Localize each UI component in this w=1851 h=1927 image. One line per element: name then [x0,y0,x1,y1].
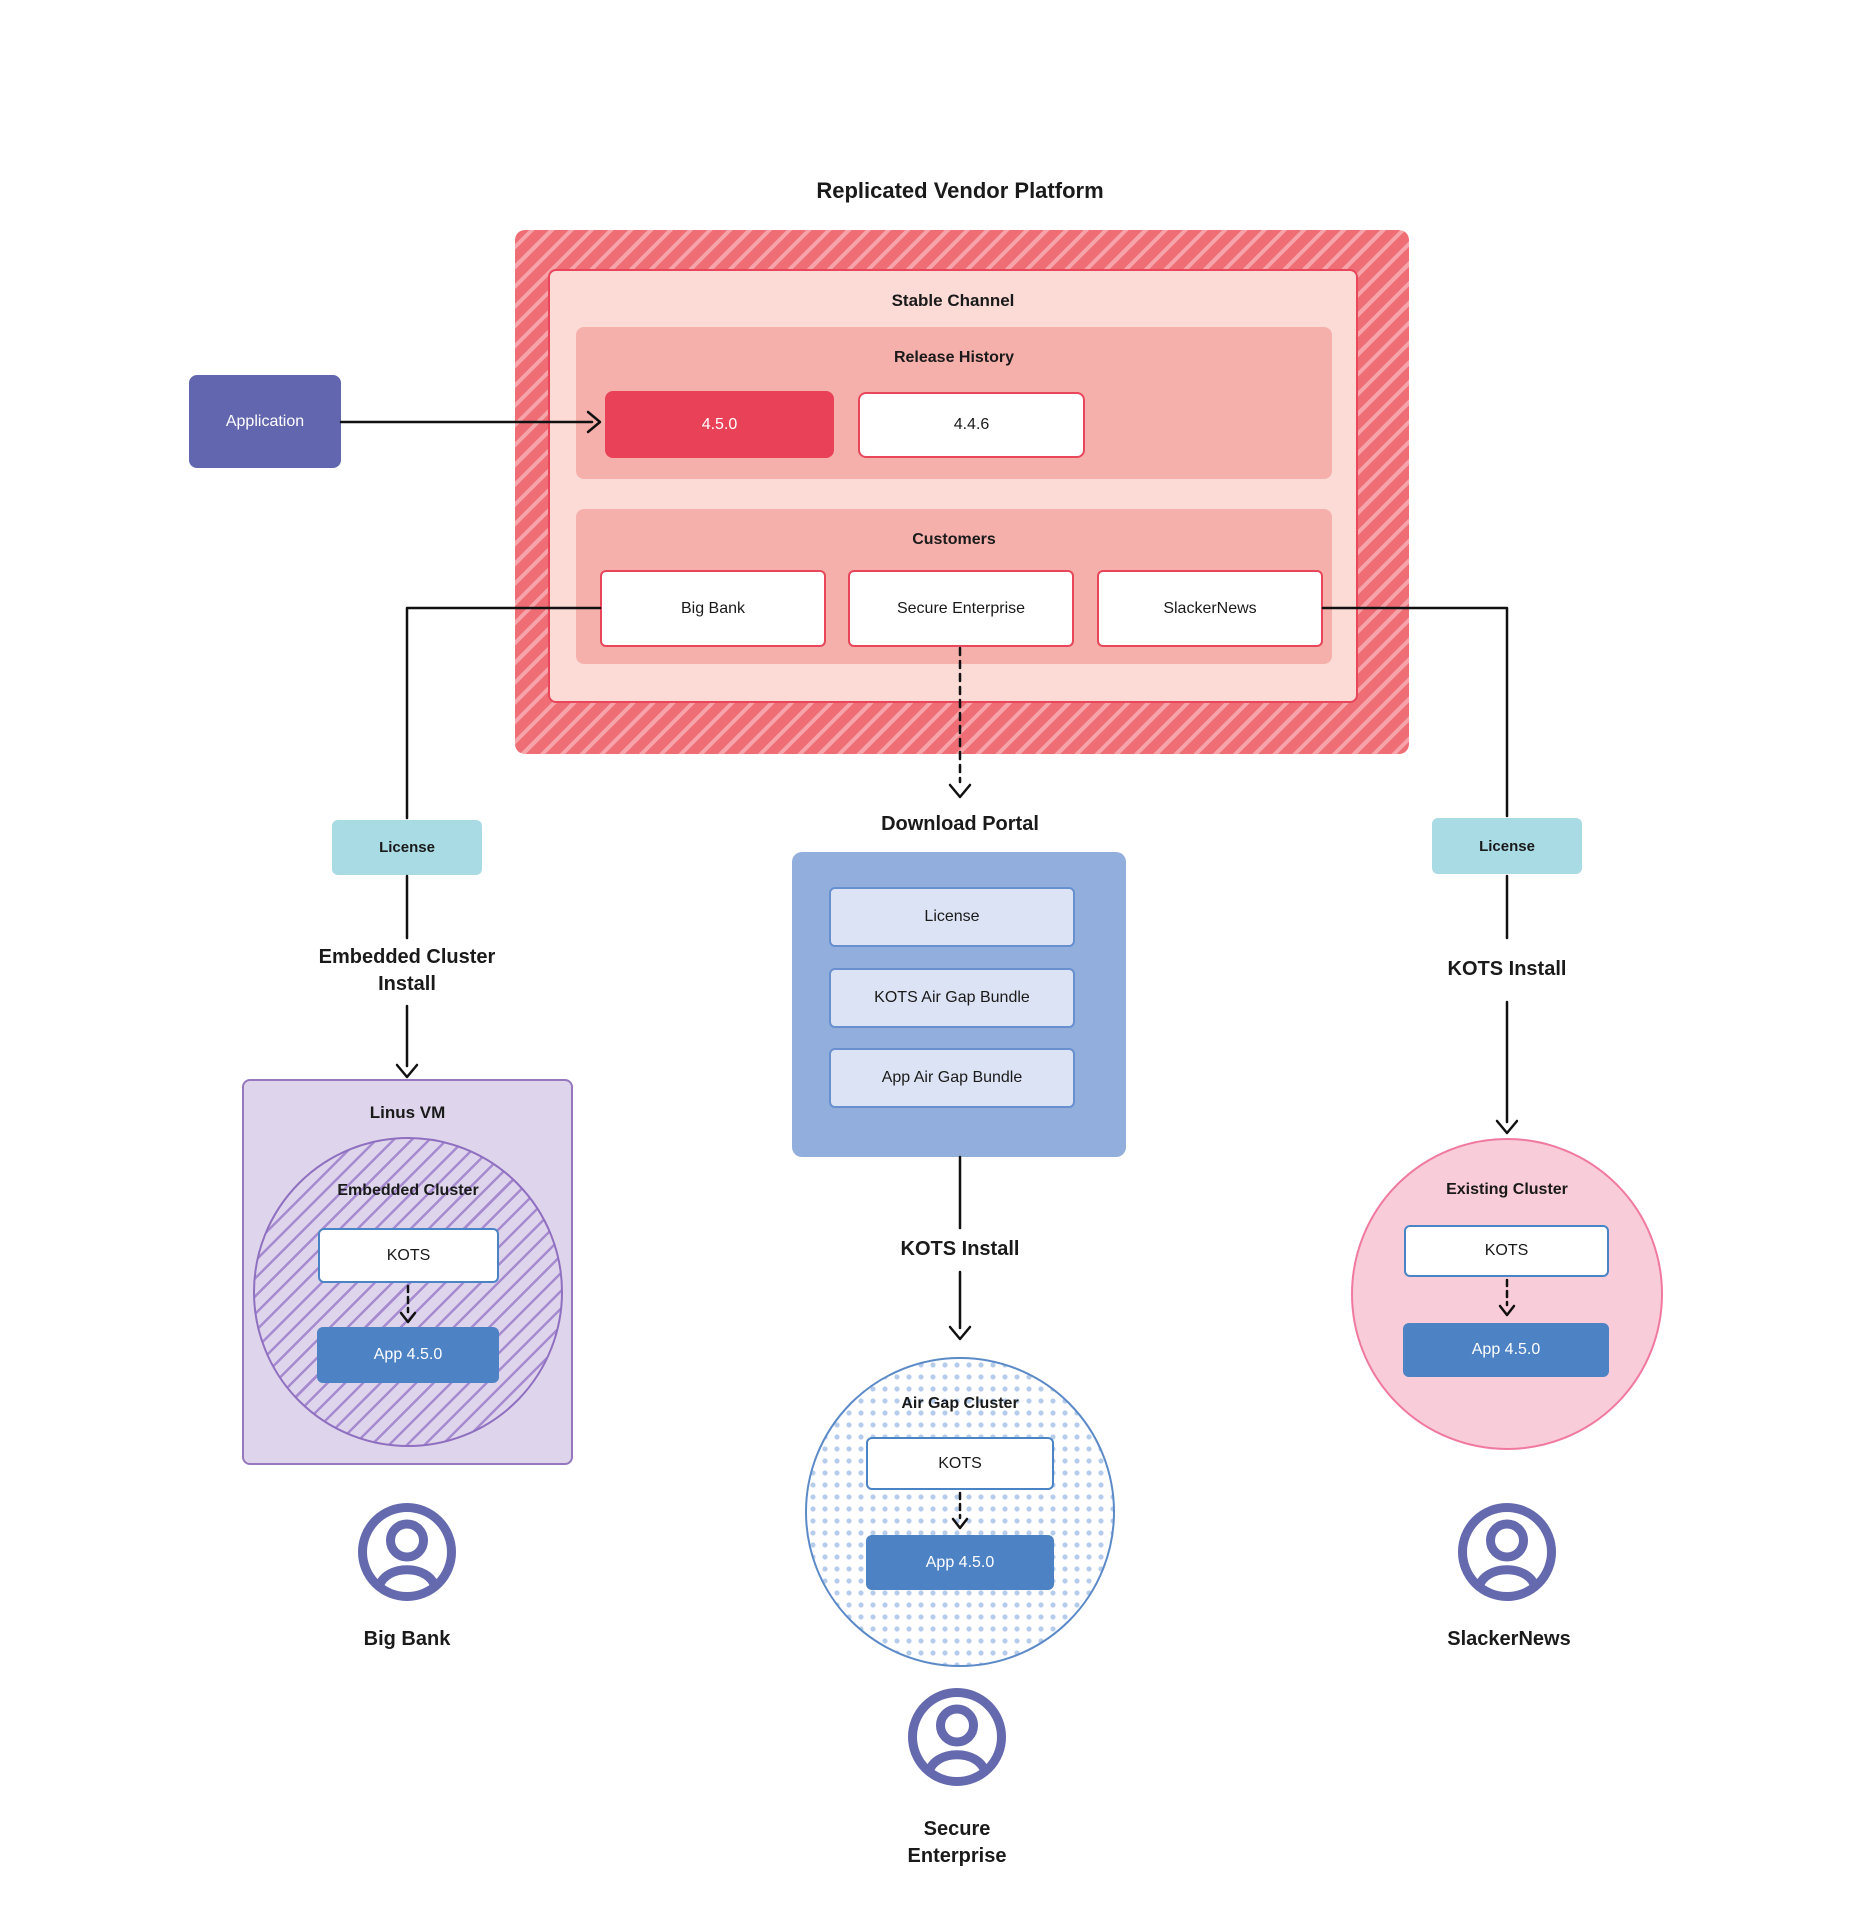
air-gap-cluster-circle [805,1357,1115,1667]
customer-box-slackernews: SlackerNews [1097,570,1323,647]
user-icon [908,1688,1006,1786]
customer-box-big-bank: Big Bank [600,570,826,647]
license-box-right: License [1432,818,1582,874]
kots-install-label-middle: KOTS Install [900,1238,1020,1260]
portal-item-kots-airgap-bundle: KOTS Air Gap Bundle [829,968,1075,1028]
kots-box-right: KOTS [1404,1225,1609,1277]
kots-install-label-right: KOTS Install [1447,958,1567,980]
user-label-slackernews: SlackerNews [1447,1628,1571,1650]
existing-cluster-label: Existing Cluster [1446,1181,1568,1198]
release-version-previous: 4.4.6 [858,392,1085,458]
license-box-left: License [332,820,482,875]
stable-channel-label: Stable Channel [891,291,1015,310]
release-version-current: 4.5.0 [605,391,834,458]
kots-box-middle: KOTS [866,1437,1054,1490]
linus-vm-label: Linus VM [369,1103,446,1122]
user-label-secure-enterprise: Secure Enterprise [907,1818,1007,1867]
user-icon [358,1503,456,1601]
application-box: Application [189,375,341,468]
embedded-cluster-install-label: Embedded Cluster Install [318,946,496,995]
portal-item-app-airgap-bundle: App Air Gap Bundle [829,1048,1075,1108]
app-box-middle: App 4.5.0 [866,1535,1054,1590]
app-box-left: App 4.5.0 [317,1327,499,1383]
portal-item-license: License [829,887,1075,947]
user-label-big-bank: Big Bank [363,1628,451,1650]
air-gap-cluster-label: Air Gap Cluster [901,1395,1019,1412]
download-portal-label: Download Portal [881,813,1039,835]
customer-box-secure-enterprise: Secure Enterprise [848,570,1074,647]
app-box-right: App 4.5.0 [1403,1323,1609,1377]
embedded-cluster-label: Embedded Cluster [337,1182,479,1199]
kots-box-left: KOTS [318,1228,499,1283]
user-icon [1458,1503,1556,1601]
diagram-title: Replicated Vendor Platform [816,178,1104,203]
customers-label: Customers [912,531,996,548]
release-history-label: Release History [893,349,1015,366]
